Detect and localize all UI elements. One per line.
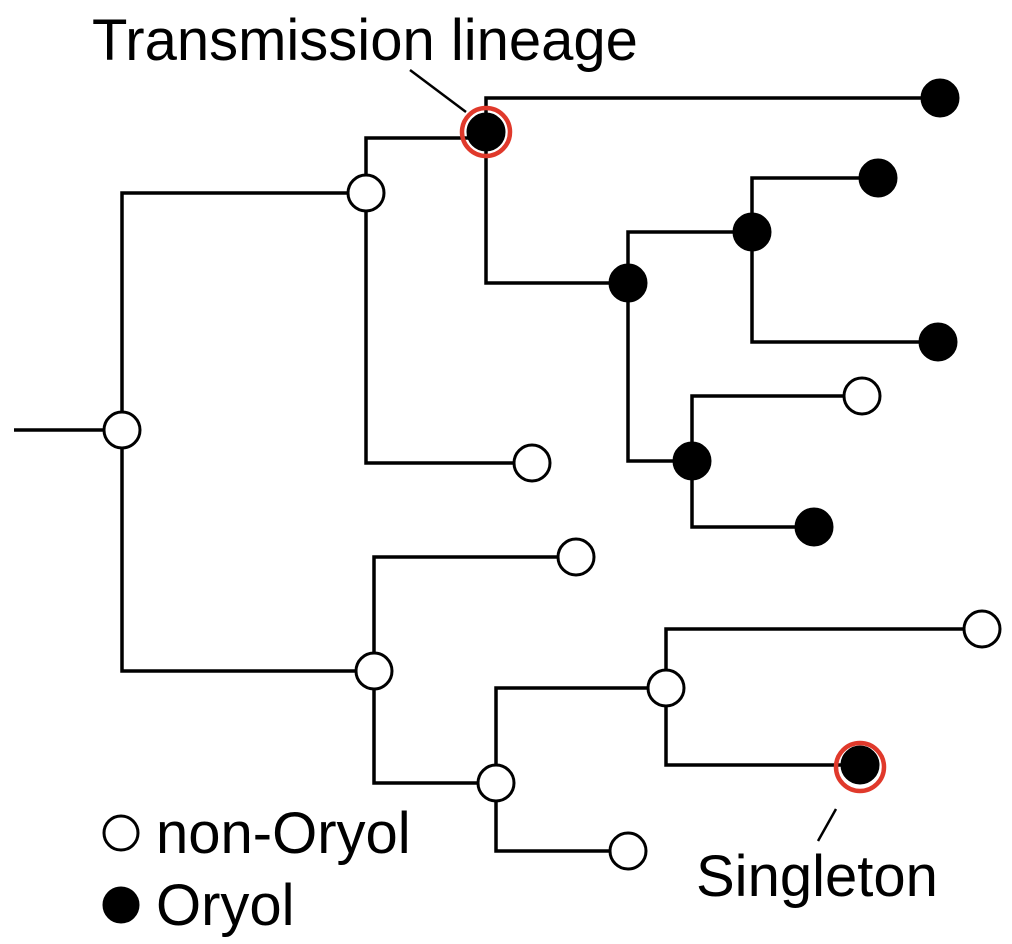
legend-filled-label: Oryol [156,873,295,938]
legend-open-label: non-Oryol [156,801,411,866]
open-circle-icon [512,443,552,483]
filled-circle-icon [858,158,898,198]
pointer-singleton [816,808,838,842]
open-circle-icon [102,410,142,450]
open-circle-icon [354,651,394,691]
branch-lineage-to-top-leaf [484,96,940,132]
filled-circle-icon [840,745,880,785]
branch-a-upper [626,230,752,283]
open-circle-icon [102,814,140,852]
filled-circle-icon [918,322,958,362]
branch-lower-lower [372,671,496,785]
annotation-pointers [409,69,838,842]
branch-upper-to-leaf [364,193,532,465]
filled-circle-icon [794,507,834,547]
filled-circle-icon [102,886,140,924]
tree-nodes [102,78,1002,871]
open-circle-icon [476,763,516,803]
transmission-lineage-label: Transmission lineage [92,8,638,73]
legend: non-Oryol Oryol [102,801,411,938]
branch-root-lower [120,430,374,673]
open-circle-icon [962,609,1002,649]
red-ring-icon [833,740,887,794]
branch-e-lower [664,688,860,767]
branch-lower-upper [372,555,576,671]
branch-d-upper [494,686,666,783]
filled-circle-icon [466,112,506,152]
branch-root-upper [120,191,366,430]
branch-c-upper [690,394,862,461]
branch-b-lower [750,232,938,344]
filled-circle-icon [672,441,712,481]
open-circle-icon [556,537,596,577]
branch-c-lower [690,461,814,529]
filled-circle-icon [732,212,772,252]
red-ring-icon [459,105,513,159]
open-circle-icon [842,376,882,416]
branch-d-lower [494,783,628,853]
branch-e-upper [664,627,982,688]
pointer-transmission-lineage [409,69,467,113]
tree-branches [14,96,982,853]
branch-lineage-to-subclade [484,132,628,285]
branch-a-lower [626,283,692,463]
filled-circle-icon [920,78,960,118]
filled-circle-icon [608,263,648,303]
open-circle-icon [346,173,386,213]
open-circle-icon [608,831,648,871]
singleton-label: Singleton [696,844,938,909]
branch-b-upper [750,176,878,232]
open-circle-icon [646,668,686,708]
